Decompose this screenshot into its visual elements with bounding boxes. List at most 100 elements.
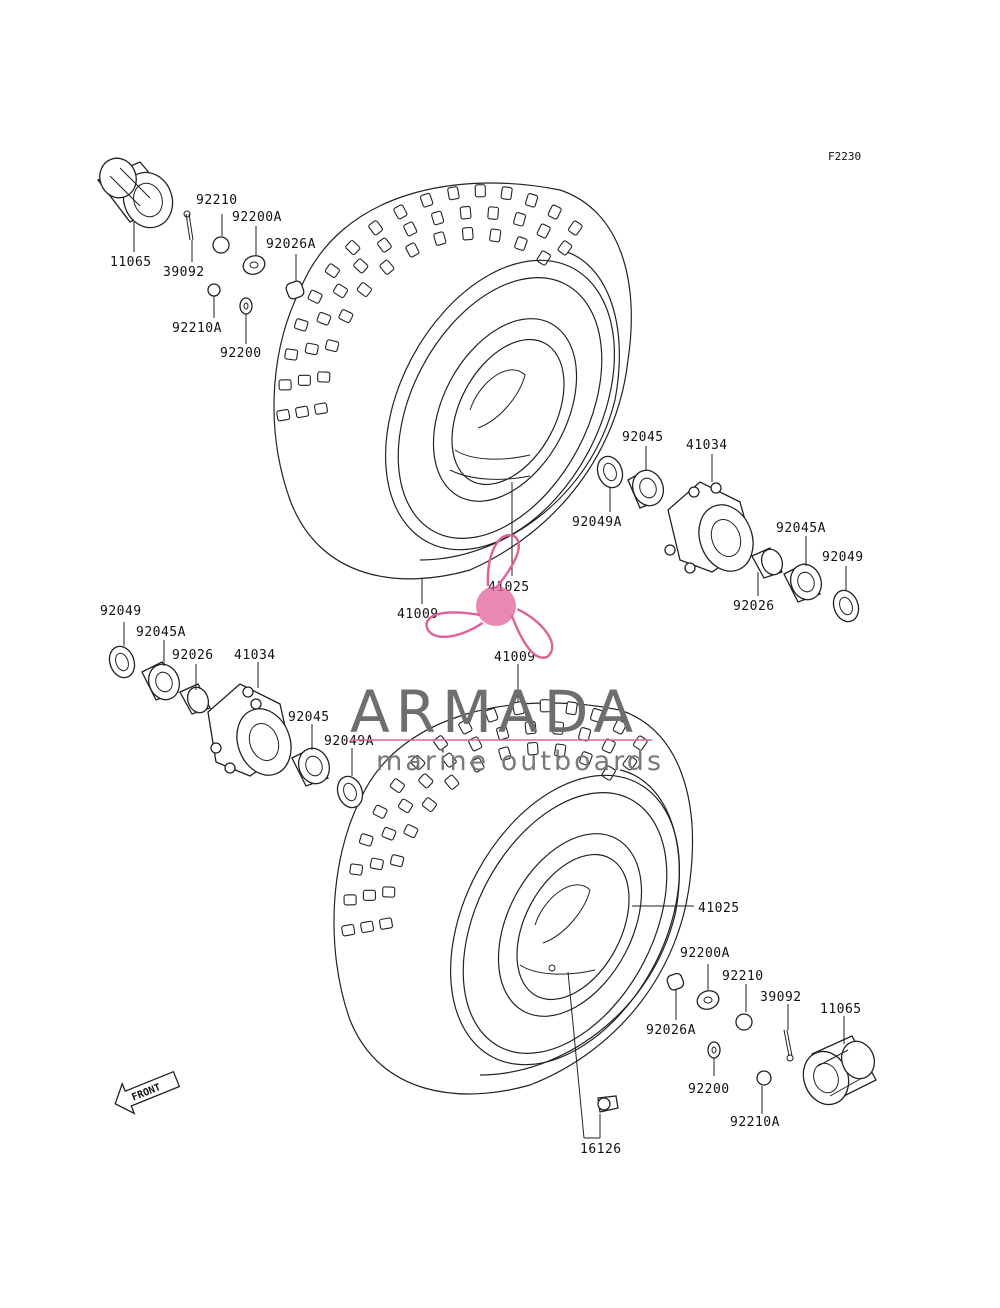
upper-wheel-assembly: 11065 39092 92210 92200A 92026A 92210A 9… [96, 157, 864, 623]
label-lower-spacer: 92026 [172, 648, 214, 663]
tread-block [389, 778, 405, 794]
tread-block [536, 250, 551, 266]
lower-hub-cap-part [802, 1035, 877, 1106]
tread-block [431, 210, 445, 226]
tread-block [338, 309, 354, 324]
tread-block [368, 220, 383, 236]
tread-block [343, 894, 357, 906]
tread-block [304, 342, 319, 356]
tread-block [403, 221, 418, 237]
label-upper-tire: 41009 [397, 607, 439, 622]
propeller-blade-icon [510, 607, 554, 659]
watermark-brand: ARMADA [350, 678, 639, 746]
label-lower-castle-nut: 92210 [722, 969, 764, 984]
lower-washer-part [707, 1041, 721, 1059]
tread-block [442, 752, 457, 768]
tread-block [403, 824, 419, 839]
tread-block [513, 212, 527, 227]
tread-block [622, 755, 638, 771]
upper-bearing-a-part [783, 563, 823, 603]
tread-block [405, 242, 420, 258]
lower-wheel-assembly: 92049 92045A 92026 41034 92045 92049A 41… [100, 604, 877, 1157]
propeller-hub-icon [476, 586, 516, 626]
label-upper-cotter-pin: 39092 [163, 265, 205, 280]
tread-block [378, 917, 394, 930]
tread-block [397, 798, 414, 814]
tread-block [345, 240, 361, 256]
tread-block [293, 318, 309, 332]
label-upper-bearing-a: 92045A [776, 521, 826, 536]
lower-washer-a-part [696, 990, 720, 1010]
lower-leader-lines [123, 622, 845, 1139]
tread-block [579, 751, 593, 766]
tread-block [419, 192, 434, 208]
label-lower-hub: 41034 [234, 648, 276, 663]
tread-block [324, 263, 340, 279]
tread-block [379, 259, 395, 275]
tread-block [512, 701, 525, 716]
lower-nut-a-part [756, 1070, 772, 1086]
tread-block [360, 920, 375, 934]
propeller-blade-icon [425, 611, 484, 639]
upper-spacer-a-part [285, 280, 305, 300]
propeller-blade-icon [486, 533, 520, 589]
upper-seal-part [832, 589, 860, 623]
tread-block [317, 371, 331, 383]
label-lower-cap: 11065 [820, 1002, 862, 1017]
armada-watermark: ARMADA marine outboards [350, 533, 661, 777]
upper-castle-nut-part [212, 236, 230, 254]
label-upper-washer: 92200 [220, 346, 262, 361]
label-lower-tire: 41009 [494, 650, 536, 665]
lower-hub-part [207, 683, 292, 777]
label-upper-castle-nut: 92210 [196, 193, 238, 208]
upper-nut-a-part [207, 283, 221, 297]
tread-block [484, 707, 499, 723]
tread-block [362, 889, 376, 901]
tread-block [526, 741, 539, 756]
upper-washer-part [239, 297, 253, 315]
lower-spacer-part [179, 683, 211, 715]
lower-castle-nut-part [735, 1013, 753, 1031]
upper-seal-a-part [596, 455, 624, 489]
tread-block [341, 924, 356, 937]
tread-block [514, 236, 528, 251]
label-upper-spacer: 92026 [733, 599, 775, 614]
label-lower-seal-a: 92049A [324, 734, 374, 749]
tread-block [389, 854, 405, 868]
tread-block [489, 228, 502, 243]
tread-block [313, 402, 329, 415]
tread-block [498, 746, 512, 761]
lower-spacer-a-part [666, 972, 685, 991]
label-lower-bearing-a: 92045A [136, 625, 186, 640]
tread-block [324, 339, 340, 353]
tread-block [461, 226, 474, 241]
tread-block [590, 708, 604, 723]
tread-block [418, 773, 434, 789]
lower-cotter-pin-part [783, 1029, 794, 1062]
label-lower-valve: 16126 [580, 1142, 622, 1157]
upper-hub-part [664, 481, 754, 574]
tread-block [393, 204, 408, 220]
tread-block [369, 857, 384, 871]
label-upper-cap: 11065 [110, 255, 152, 270]
upper-leader-lines [133, 214, 847, 604]
upper-tire [273, 182, 632, 580]
tread-block [474, 184, 486, 198]
label-lower-wheel: 41025 [698, 901, 740, 916]
lower-valve-part [597, 1095, 619, 1113]
tread-block [458, 719, 473, 735]
upper-hub-cap-part [96, 157, 174, 229]
tread-block [552, 721, 565, 735]
label-upper-spacer-a: 92026A [266, 237, 316, 252]
tread-block [295, 405, 310, 419]
upper-cotter-pin-part [183, 210, 194, 241]
label-upper-seal: 92049 [822, 550, 864, 565]
lower-seal-part [108, 645, 136, 679]
lower-bearing-a-part [141, 661, 181, 701]
tread-block [381, 826, 397, 841]
label-upper-nut-a: 92210A [172, 321, 222, 336]
label-upper-hub: 41034 [686, 438, 728, 453]
upper-tire-tread [276, 184, 583, 422]
tread-block [444, 774, 460, 790]
tread-block [297, 374, 311, 386]
